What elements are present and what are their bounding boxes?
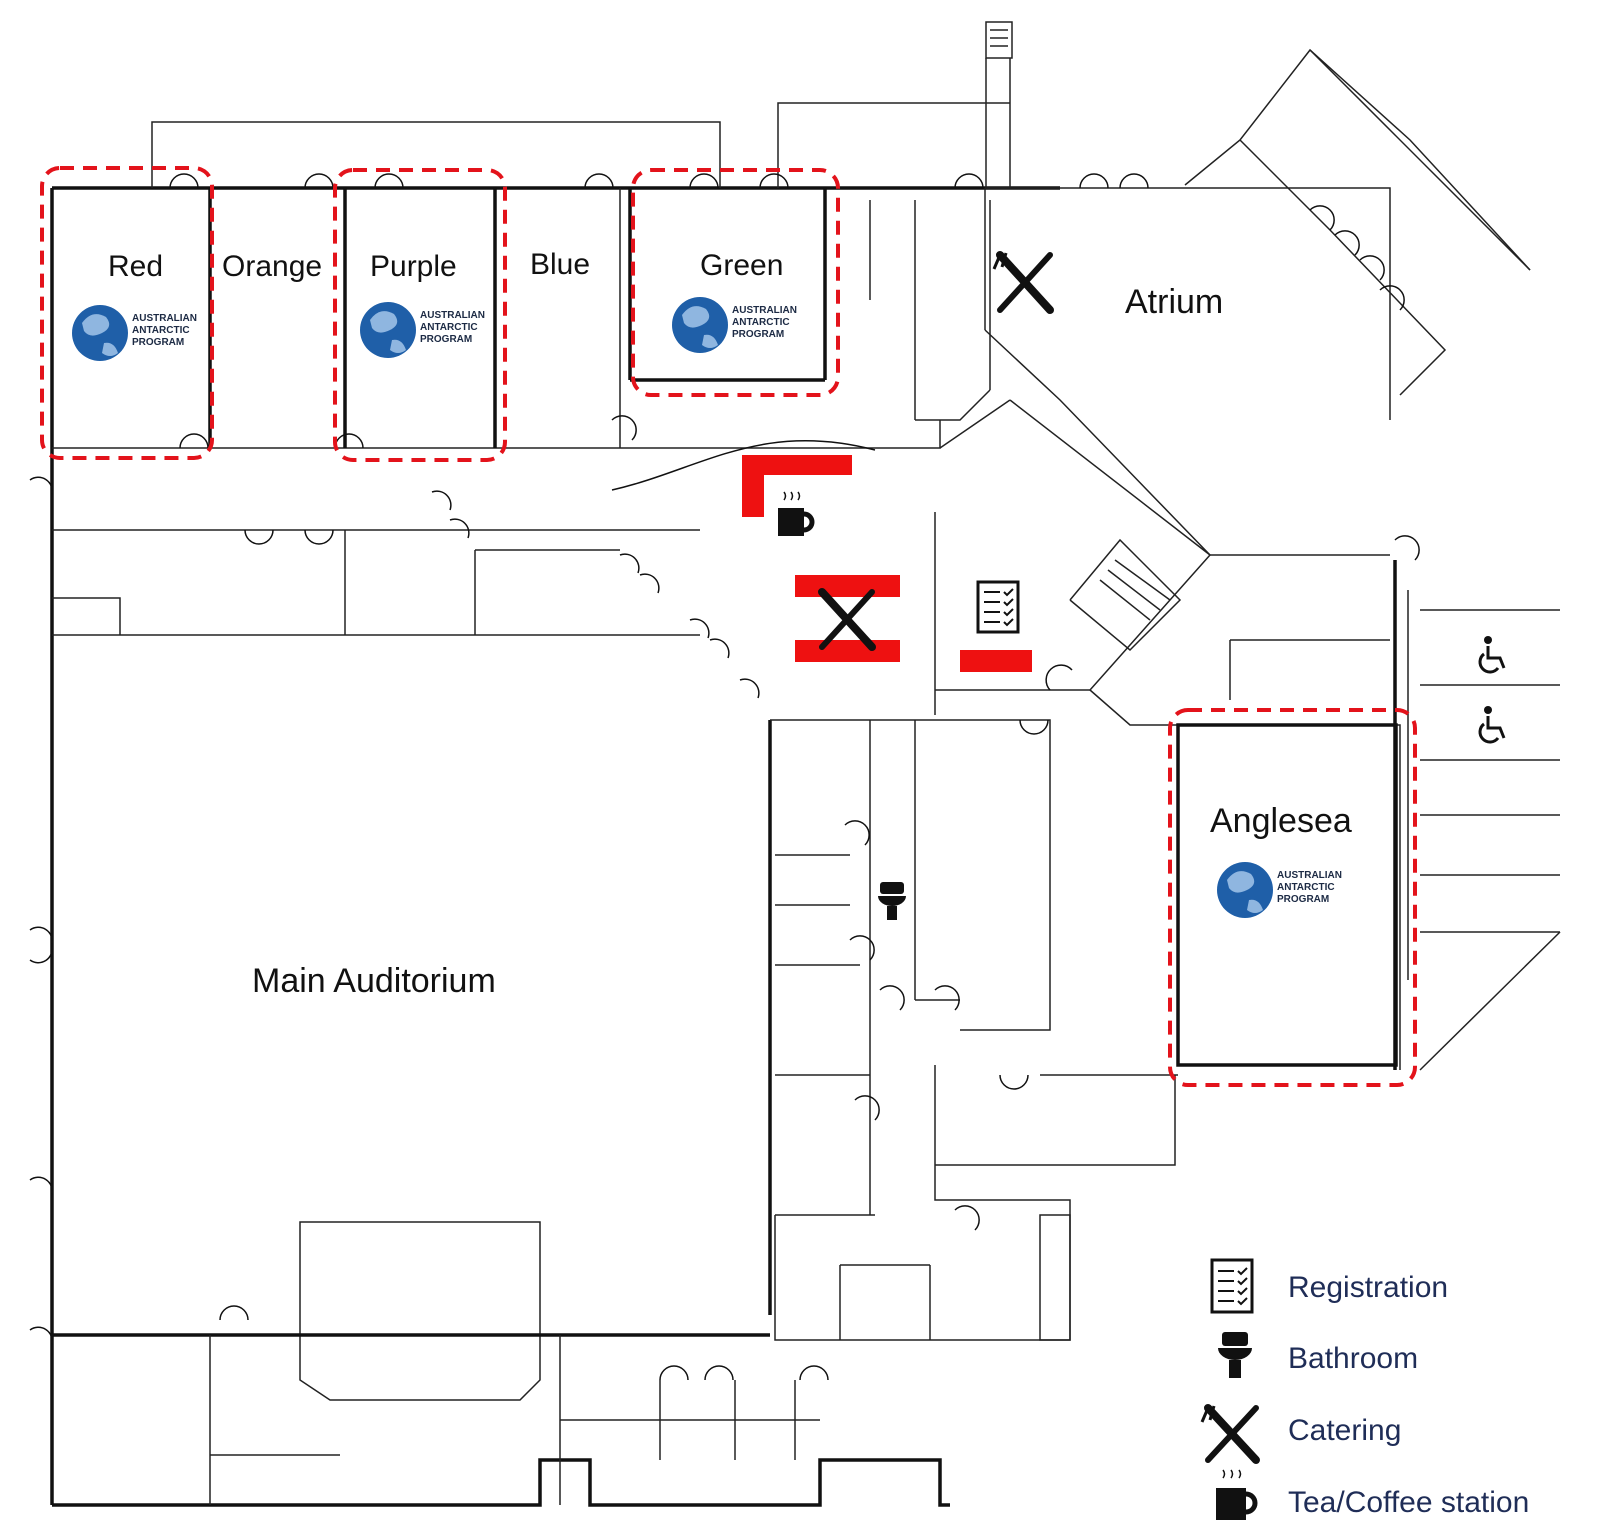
svg-text:PROGRAM: PROGRAM	[132, 337, 184, 348]
room-label-red: Red	[108, 250, 163, 283]
svg-text:AUSTRALIAN: AUSTRALIAN	[1277, 870, 1342, 881]
catering-marker-bottom	[795, 640, 900, 662]
bathroom-icon	[878, 882, 906, 920]
svg-text:PROGRAM: PROGRAM	[420, 334, 472, 345]
aap-logo: AUSTRALIAN ANTARCTIC PROGRAM	[1217, 862, 1342, 918]
room-label-main-auditorium: Main Auditorium	[252, 962, 496, 1000]
door-arcs	[29, 173, 1420, 1381]
legend-label-registration: Registration	[1288, 1271, 1448, 1304]
svg-text:PROGRAM: PROGRAM	[732, 329, 784, 340]
svg-text:ANTARCTIC: ANTARCTIC	[420, 322, 478, 333]
registration-marker	[960, 650, 1032, 672]
building-walls	[50, 21, 1561, 1507]
svg-text:ANTARCTIC: ANTARCTIC	[1277, 882, 1335, 893]
highlight-anglesea	[1168, 708, 1417, 1087]
svg-text:AUSTRALIAN: AUSTRALIAN	[732, 305, 797, 316]
tea-coffee-marker	[742, 455, 852, 475]
svg-text:ANTARCTIC: ANTARCTIC	[132, 325, 190, 336]
room-label-orange: Orange	[222, 250, 322, 283]
highlighted-rooms	[40, 166, 1417, 1087]
aap-logo: AUSTRALIAN ANTARCTIC PROGRAM	[72, 305, 197, 361]
legend-label-catering: Catering	[1288, 1414, 1401, 1447]
room-label-atrium: Atrium	[1125, 283, 1223, 321]
highlight-red	[40, 166, 214, 460]
svg-text:AUSTRALIAN: AUSTRALIAN	[420, 310, 485, 321]
red-markers	[742, 455, 1032, 672]
aap-logo: AUSTRALIAN ANTARCTIC PROGRAM	[672, 297, 797, 353]
room-label-blue: Blue	[530, 248, 590, 281]
highlight-green	[631, 168, 840, 397]
room-label-purple: Purple	[370, 250, 457, 283]
accessible-parking-icon	[1478, 706, 1506, 744]
legend: Registration Bathroom Catering Tea/Coffe…	[1200, 1258, 1529, 1520]
catering-marker-top	[795, 575, 900, 597]
room-label-anglesea: Anglesea	[1210, 802, 1352, 840]
catering-icon	[1200, 1404, 1260, 1464]
registration-icon	[1210, 1258, 1254, 1314]
room-label-green: Green	[700, 249, 783, 282]
legend-label-tea-coffee: Tea/Coffee station	[1288, 1486, 1529, 1519]
svg-text:AUSTRALIAN: AUSTRALIAN	[132, 313, 197, 324]
tea-coffee-marker-side	[742, 455, 764, 517]
legend-label-bathroom: Bathroom	[1288, 1342, 1418, 1375]
svg-text:ANTARCTIC: ANTARCTIC	[732, 317, 790, 328]
highlight-purple	[333, 168, 507, 462]
svg-text:PROGRAM: PROGRAM	[1277, 894, 1329, 905]
accessible-parking-icon	[1478, 636, 1506, 674]
tea-coffee-icon	[1216, 1469, 1258, 1520]
registration-icon	[976, 580, 1020, 634]
tea-coffee-icon	[778, 491, 815, 536]
bathroom-icon	[1218, 1332, 1252, 1378]
aap-logo: AUSTRALIAN ANTARCTIC PROGRAM	[360, 302, 485, 358]
catering-icon	[992, 251, 1054, 314]
catering-icon	[818, 588, 876, 651]
